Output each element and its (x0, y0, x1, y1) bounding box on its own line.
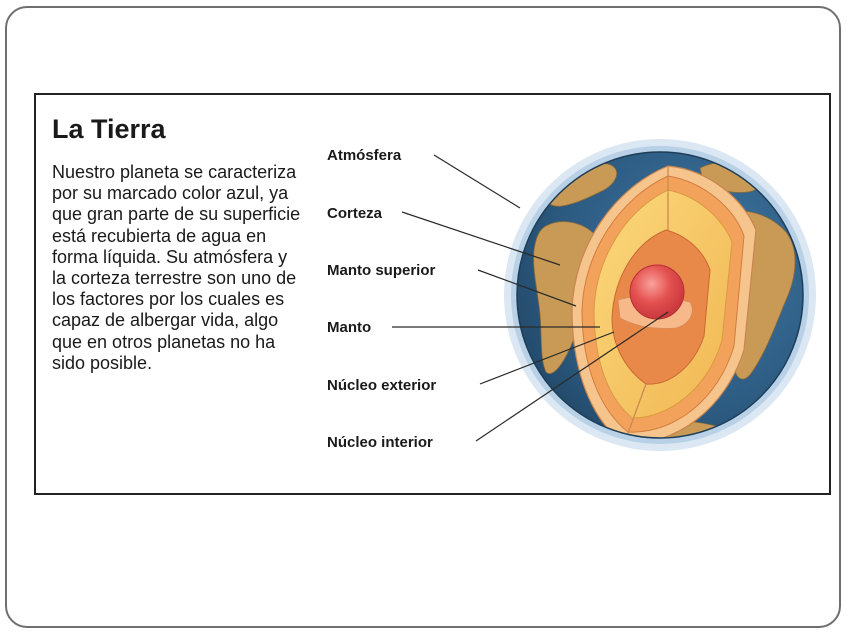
leader-inner-core (475, 311, 669, 442)
inner-core-sphere (629, 264, 685, 320)
page-title: La Tierra (52, 114, 166, 144)
label-upper-mantle: Manto superior (327, 262, 436, 279)
leader-upper-mantle (477, 269, 577, 307)
leader-crust (401, 211, 561, 266)
label-inner-core: Núcleo interior (327, 434, 433, 451)
label-atmosphere: Atmósfera (327, 147, 402, 164)
label-crust: Corteza (327, 205, 383, 222)
label-mantle: Manto (327, 319, 371, 336)
label-outer-core: Núcleo exterior (327, 377, 436, 394)
leader-outer-core (479, 331, 615, 385)
leader-atmosphere (433, 154, 521, 209)
description-text: Nuestro planeta se caracteriza por su ma… (52, 162, 301, 373)
globe-outline (516, 151, 804, 439)
